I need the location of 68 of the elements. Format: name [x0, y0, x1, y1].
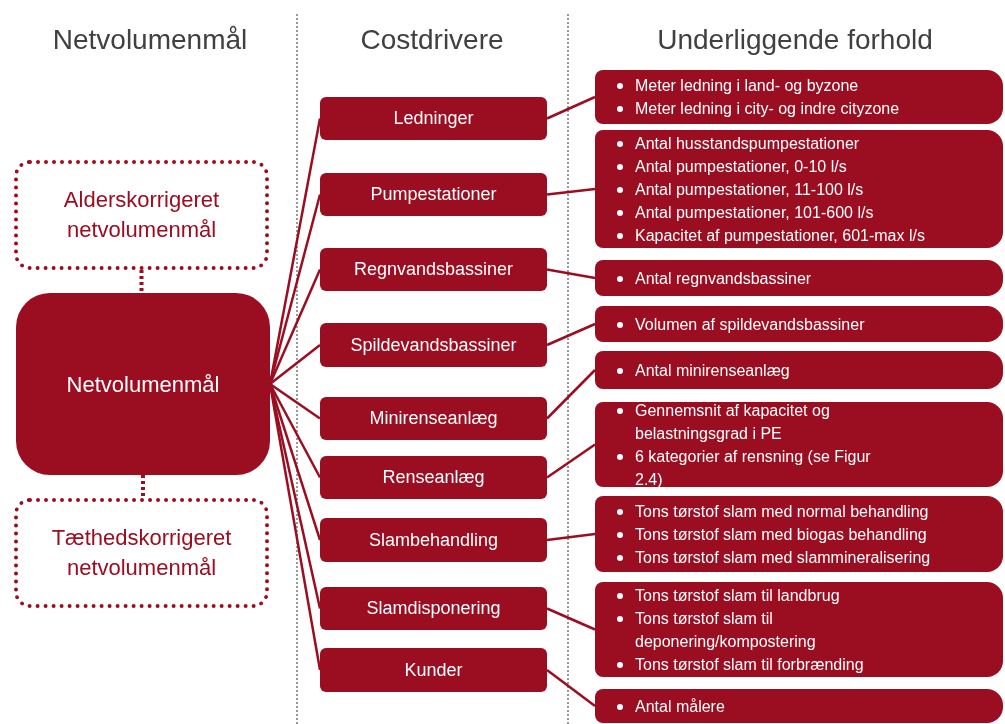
node-label: Renseanlæg — [382, 466, 485, 489]
dotted-box — [14, 498, 269, 608]
node-label: Kunder — [404, 658, 463, 682]
detail-box — [595, 260, 1003, 296]
detail-text: Antal husstandspumpestationer — [635, 133, 860, 154]
node-label: Netvolumenmål — [66, 370, 220, 399]
detail-box — [595, 496, 1003, 572]
connector-line — [546, 268, 596, 280]
driver-box — [320, 397, 547, 440]
node-label: Tæthedskorrigeret netvolumenmål — [50, 524, 233, 582]
driver-box — [320, 97, 547, 140]
detail-text: Gennemsnit af kapacitet og belastningsgrad i PE — [635, 400, 831, 444]
driver-box — [320, 587, 547, 630]
detail-text: Tons tørstof slam med biogas behandling — [635, 524, 927, 545]
detail-box — [595, 351, 1003, 389]
driver-box — [320, 518, 547, 562]
node-label: Slambehandling — [368, 528, 499, 552]
node-label: Ledninger — [393, 107, 474, 130]
node-label: Regnvandsbassiner — [353, 258, 514, 281]
detail-text: Antal pumpestationer, 101-600 l/s — [635, 202, 874, 223]
dotted-box — [14, 160, 269, 270]
detail-text: Tons tørstof slam med normal behandling — [635, 501, 929, 522]
detail-text: Kapacitet af pumpestationer, 601-max l/s — [635, 225, 925, 246]
connector-line — [546, 443, 596, 479]
detail-box — [595, 689, 1003, 723]
connector-line — [546, 369, 596, 420]
detail-text: 6 kategorier af rensning (se Figur 2.4) — [635, 446, 872, 490]
connector-line — [269, 382, 321, 420]
connector-line — [269, 344, 321, 385]
detail-text: Tons tørstof slam til forbrænding — [635, 654, 864, 675]
connector-line — [546, 607, 596, 631]
detail-text: Antal pumpestationer, 11-100 l/s — [635, 179, 864, 200]
detail-box — [595, 130, 1003, 248]
detail-text: Tons tørstof slam til deponering/kompostering — [635, 608, 817, 652]
connector-line — [546, 322, 596, 347]
connector-line — [546, 95, 596, 120]
driver-box — [320, 456, 547, 499]
node-label: Alderskorrigeret netvolumenmål — [62, 186, 221, 244]
detail-box — [595, 582, 1003, 677]
node-label: Pumpestationer — [370, 183, 497, 206]
node-label: Spildevandsbassiner — [350, 333, 517, 357]
driver-box — [320, 173, 547, 216]
detail-text: Tons tørstof slam med slammineralisering — [635, 547, 931, 568]
column-heading: Underliggende forhold — [657, 24, 933, 55]
column-heading: Costdrivere — [360, 24, 504, 55]
driver-box — [320, 648, 547, 692]
detail-text: Antal regnvandsbassiner — [635, 268, 812, 289]
main-box — [16, 293, 270, 475]
detail-box — [595, 70, 1003, 124]
node-label: Slamdisponering — [366, 597, 501, 620]
detail-text: Antal minirenseanlæg — [635, 360, 790, 381]
connector-line — [546, 187, 596, 196]
detail-text: Antal målere — [635, 696, 725, 717]
dotted-connector — [141, 475, 145, 498]
detail-box — [595, 306, 1003, 342]
column-heading: Netvolumenmål — [52, 24, 248, 55]
detail-box — [595, 402, 1003, 487]
connector-line — [546, 532, 596, 542]
detail-text: Antal pumpestationer, 0-10 l/s — [635, 156, 847, 177]
detail-text: Meter ledning i land- og byzone — [635, 76, 859, 96]
node-label: Minirenseanlæg — [369, 407, 498, 430]
connector-line — [546, 669, 596, 707]
driver-box — [320, 323, 547, 367]
detail-text: Meter ledning i city- og indre cityzone — [635, 99, 900, 119]
detail-text: Tons tørstof slam til landbrug — [635, 585, 840, 606]
detail-text: Volumen af spildevandsbassiner — [635, 314, 865, 335]
driver-box — [320, 248, 547, 291]
dotted-connector — [139, 270, 144, 293]
